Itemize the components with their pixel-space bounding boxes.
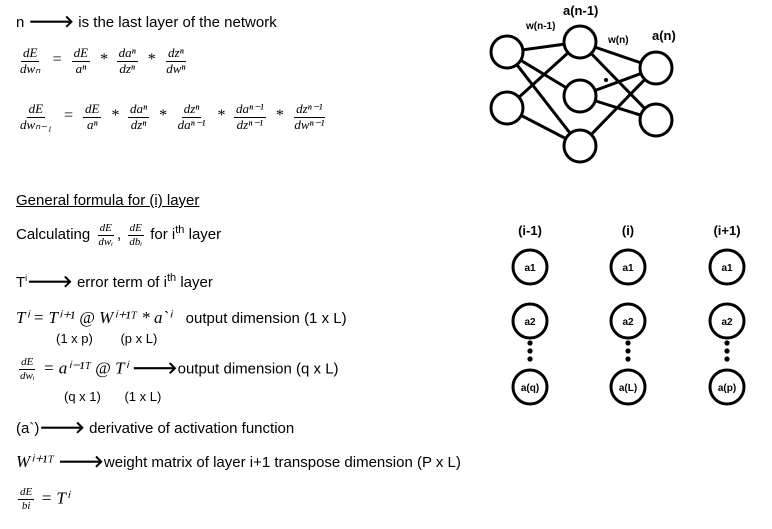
- section-heading: General formula for (i) layer: [16, 192, 200, 209]
- layer-node: [609, 302, 647, 340]
- ellipsis-dot: [724, 348, 730, 354]
- layer-node: [708, 368, 746, 406]
- network-edge: [505, 51, 582, 147]
- ellipsis-dot: [625, 348, 631, 354]
- intro-line: n 🡒 is the last layer of the network: [16, 12, 277, 32]
- layer-node-label: a1: [524, 263, 536, 274]
- layer-title: (i+1): [713, 223, 740, 238]
- layer-node-label: a1: [721, 263, 733, 274]
- layer-node-label: a(L): [619, 383, 637, 394]
- formula1-dimensions: (1 x p) (p x L): [56, 331, 158, 346]
- layer-node: [511, 368, 549, 406]
- right-arrow-icon: 🡒: [58, 452, 104, 472]
- intro-text: is the last layer of the network: [78, 14, 277, 31]
- network-node: [638, 50, 674, 86]
- ellipsis-dot: [527, 356, 533, 362]
- layer-node: [609, 248, 647, 286]
- layer-node-label: a2: [721, 317, 733, 328]
- ellipsis-dot: [527, 340, 533, 346]
- layer-node-label: a1: [622, 263, 634, 274]
- layer-node: [609, 368, 647, 406]
- layer-title: (i): [622, 223, 634, 238]
- network-diagram: a(n-1) w(n-1) w(n) a(n): [489, 3, 676, 164]
- layer-node: [708, 248, 746, 286]
- right-arrow-icon: 🡒: [39, 418, 85, 438]
- formula2-dimensions: (q x 1) (1 x L): [64, 389, 162, 404]
- ellipsis-dot: [527, 348, 533, 354]
- activation-derivative-line: (a`)🡒 derivative of activation function: [16, 418, 295, 438]
- n-variable: n: [16, 14, 25, 31]
- layer-node-label: a2: [524, 317, 536, 328]
- layer-node-label: a(q): [521, 383, 539, 394]
- label-w-n: w(n): [607, 35, 629, 46]
- ellipsis-dot: [724, 356, 730, 362]
- error-term-line: Ti🡒 error term of ith layer: [16, 272, 213, 292]
- layer-node-label: a2: [622, 317, 634, 328]
- right-arrow-icon: 🡒: [132, 358, 178, 379]
- ellipsis-dot: [724, 340, 730, 346]
- network-node: [638, 102, 674, 138]
- right-arrow-icon: 🡒: [27, 272, 73, 292]
- ellipsis-dot: [625, 340, 631, 346]
- label-a-n: a(n): [652, 28, 676, 43]
- network-edge: [578, 66, 658, 148]
- error-formula: Tⁱ = Tⁱ⁺¹ @ Wⁱ⁺¹ᵀ * a`ⁱ output dimension…: [16, 308, 347, 327]
- network-node: [489, 34, 525, 70]
- weight-transpose-line: Wⁱ⁺¹ᵀ 🡒weight matrix of layer i+1 transp…: [16, 452, 461, 472]
- layer-node: [511, 248, 549, 286]
- right-arrow-icon: 🡒: [28, 12, 75, 32]
- network-node: [562, 24, 598, 60]
- ellipsis-dot: [625, 356, 631, 362]
- network-node: [562, 78, 598, 114]
- network-dot: [604, 78, 608, 82]
- label-a-prev: a(n-1): [563, 3, 598, 18]
- layer-node: [708, 302, 746, 340]
- layer-title: (i-1): [518, 223, 542, 238]
- layers-diagram: (i-1) a1 a2 a(q) (i) a1 a2 a(L) (i+1) a1 a2 a(p): [511, 223, 746, 406]
- network-node: [562, 128, 598, 164]
- network-node: [489, 90, 525, 126]
- layer-node-label: a(p): [718, 383, 736, 394]
- label-w-prev: w(n-1): [525, 21, 555, 32]
- layer-node: [511, 302, 549, 340]
